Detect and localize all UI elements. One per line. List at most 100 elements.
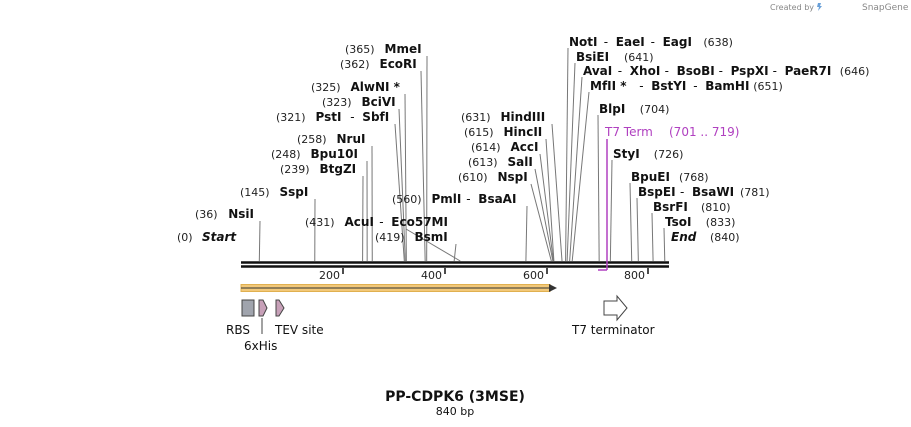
- start-position: (0): [177, 231, 193, 244]
- site-position: (614): [471, 141, 501, 154]
- site-label: MfII *-BstYI-BamHI(651): [590, 79, 783, 93]
- end-label: End (840): [671, 230, 740, 244]
- map-length: 840 bp: [436, 405, 474, 418]
- site-position: (613): [468, 156, 498, 169]
- site-position: (641): [624, 51, 654, 64]
- site-leader-line: [609, 159, 613, 262]
- t7-term-name: T7 Term: [604, 125, 653, 139]
- enzyme-name: PaeR7I: [785, 64, 832, 78]
- scale-label-200: 200: [319, 269, 340, 282]
- site-separator: -: [680, 185, 684, 199]
- site-label: BpuEI(768): [631, 170, 709, 184]
- site-position: (365): [345, 43, 375, 56]
- site-leader-line: [534, 168, 554, 262]
- site-position: (560): [392, 193, 422, 206]
- site-position: (323): [322, 96, 352, 109]
- site-position: (646): [840, 65, 870, 78]
- site-label: (615)HincII: [464, 125, 542, 139]
- enzyme-name: HindIII: [501, 110, 546, 124]
- enzyme-name: NsiI: [228, 207, 254, 221]
- site-leader-line: [566, 62, 576, 262]
- enzyme-name: PmlI: [432, 192, 462, 206]
- site-label: (321)PstI-SbfI: [276, 110, 389, 124]
- end-name: End: [671, 230, 697, 244]
- enzyme-name: BsaWI: [692, 185, 734, 199]
- site-separator: -: [665, 64, 669, 78]
- orf-arrowhead-icon: [549, 284, 557, 292]
- site-label: BsiEI (641): [576, 50, 654, 64]
- site-leader-line: [636, 197, 639, 262]
- enzyme-name: AvaI: [583, 64, 612, 78]
- tev-site-glyph: [275, 299, 285, 317]
- site-label: (145) SspI: [240, 185, 308, 199]
- site-leader-line: [565, 47, 569, 262]
- map-title: PP-CDPK6 (3MSE): [385, 389, 525, 405]
- site-label: (419) BsmI: [375, 230, 448, 244]
- site-leader-line: [405, 228, 461, 262]
- site-leader-line: [530, 183, 552, 262]
- site-separator: -: [604, 35, 608, 49]
- enzyme-name: NspI: [498, 170, 528, 184]
- t7-term-range: (701 .. 719): [669, 125, 739, 139]
- site-label: (258)NruI: [297, 132, 365, 146]
- site-label: (248) Bpu10I: [271, 147, 358, 161]
- site-leader-line: [539, 153, 554, 262]
- site-leader-line: [453, 243, 457, 262]
- enzyme-name: BspEI: [638, 185, 676, 199]
- site-position: (631): [461, 111, 491, 124]
- enzyme-name: SspI: [280, 185, 309, 199]
- site-label: (325) AlwNI *: [311, 80, 401, 94]
- enzyme-name: Eco57MI: [391, 215, 448, 229]
- feature-glyphs: [241, 294, 628, 334]
- site-leader-line: [545, 138, 555, 262]
- site-position: (704): [640, 103, 670, 116]
- site-leader-line: [394, 123, 405, 262]
- site-separator: -: [651, 35, 655, 49]
- enzyme-name: AccI: [511, 140, 539, 154]
- enzyme-name: Bpu10I: [311, 147, 358, 161]
- site-separator: -: [350, 110, 354, 124]
- enzyme-name: BsmI: [415, 230, 448, 244]
- site-separator: -: [466, 192, 470, 206]
- site-label: (365)MmeI: [345, 42, 422, 56]
- site-leader-line: [651, 212, 654, 262]
- site-position: (431): [305, 216, 335, 229]
- site-position: (419): [375, 231, 405, 244]
- site-leader-line: [525, 205, 528, 262]
- site-position: (768): [679, 171, 709, 184]
- site-position: (248): [271, 148, 301, 161]
- orf-arrow: [240, 284, 557, 292]
- t7-terminator-label: T7 terminator: [571, 323, 655, 337]
- site-leader-line: [551, 123, 563, 262]
- enzyme-name: BsaAI: [478, 192, 516, 206]
- site-label: BsrFI(810): [653, 200, 731, 214]
- site-leader-line: [569, 76, 583, 262]
- scale-label-600: 600: [523, 269, 544, 282]
- enzyme-name: BsiEI: [576, 50, 609, 64]
- site-label: (560) PmlI-BsaAI: [392, 192, 516, 206]
- enzyme-name: BamHI: [705, 79, 749, 93]
- site-position: (145): [240, 186, 270, 199]
- end-position: (840): [710, 231, 740, 244]
- site-position: (239): [280, 163, 310, 176]
- site-label: (362)EcoRI: [340, 57, 417, 71]
- enzyme-name: StyI: [613, 147, 640, 161]
- site-label: AvaI-XhoI-BsoBI-PspXI-PaeR7I(646): [583, 64, 869, 78]
- enzyme-name: AlwNI *: [351, 80, 401, 94]
- site-label: (614) AccI: [471, 140, 538, 154]
- enzyme-name: SbfI: [362, 110, 389, 124]
- site-position: (615): [464, 126, 494, 139]
- site-leader-line: [258, 220, 261, 262]
- enzyme-name: BsrFI: [653, 200, 688, 214]
- enzyme-name: EaeI: [616, 35, 645, 49]
- site-label: (36)NsiI: [195, 207, 254, 221]
- site-position: (610): [458, 171, 488, 184]
- site-label: (613)SalI: [468, 155, 533, 169]
- watermark-brand: SnapGene: [862, 3, 909, 13]
- 6xhis-glyph: [258, 299, 268, 317]
- site-position: (325): [311, 81, 341, 94]
- snapgene-logo-icon: [817, 3, 822, 11]
- enzyme-name: BlpI: [599, 102, 625, 116]
- start-label: (0) Start: [177, 230, 237, 244]
